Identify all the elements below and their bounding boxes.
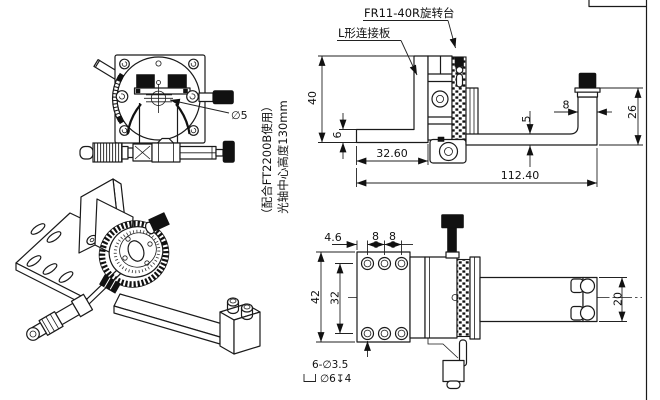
mount-holes <box>360 256 409 341</box>
side-rod <box>198 92 214 103</box>
arm-top <box>479 276 584 323</box>
dim-height-40: 40 <box>306 91 319 105</box>
dim-hole-pitch-a: 8 <box>372 230 379 243</box>
top-view-dimensions: 42 32 4.6 8 8 20 6-∅3.5 ∅6↧4 <box>303 230 627 385</box>
micrometer-front <box>79 137 235 163</box>
dim-post-width: 8 <box>563 99 570 112</box>
hole-note-line1: 6-∅3.5 <box>312 359 348 371</box>
side-view: FR11-40R旋转台 L形连接板 <box>337 6 601 164</box>
dim-post-height: 26 <box>626 105 639 119</box>
axis-height-note: 光轴中心高度130mm （配合FT2200B使用） <box>260 100 290 220</box>
dim-end-width: 20 <box>612 292 625 306</box>
clamp-block-left <box>136 74 155 89</box>
dim-beam-thickness: 5 <box>520 116 533 123</box>
side-knob <box>212 90 234 105</box>
post-knob-side <box>574 72 601 98</box>
side-view-dimensions: 40 6 32.60 112.40 8 5 26 <box>306 55 643 187</box>
iso-view <box>15 178 261 355</box>
micrometer-top <box>427 338 468 390</box>
dim-foot-6: 6 <box>331 132 344 139</box>
sheet-frame <box>588 0 648 400</box>
lock-knob-top <box>441 214 464 229</box>
optical-center-hole <box>144 60 173 113</box>
dim-foot-length: 32.60 <box>376 147 408 160</box>
dim-total-length: 112.40 <box>501 169 540 182</box>
dim-row-spacing: 32 <box>329 291 342 305</box>
iso-micrometer <box>26 293 94 341</box>
vernier-scale <box>112 72 125 125</box>
counterbore-icon <box>303 374 316 382</box>
corner-screws <box>119 58 199 136</box>
iso-end-block <box>219 297 261 355</box>
worm-knurl-top <box>456 258 471 338</box>
axis-note-line1: 光轴中心高度130mm <box>276 100 290 213</box>
hole-note-line2: ∅6↧4 <box>320 373 352 385</box>
iso-lock-knob <box>148 212 170 232</box>
label-l-plate: L形连接板 <box>338 26 391 40</box>
top-view <box>348 214 642 390</box>
l-plate-side <box>355 55 429 144</box>
dim-plate-height: 42 <box>309 290 322 304</box>
dim-hole-pitch-b: 8 <box>389 230 396 243</box>
front-view: ∅5 <box>79 54 248 163</box>
micrometer-knob <box>222 140 235 163</box>
dim-edge-offset: 4.6 <box>324 231 342 244</box>
clamp-block-right <box>167 74 187 89</box>
iso-base-slots <box>26 223 74 283</box>
iso-rotary-dial <box>98 220 170 288</box>
label-hole-diameter: ∅5 <box>231 109 248 122</box>
rotary-stage-side <box>427 55 479 164</box>
axis-note-line2: （配合FT2200B使用） <box>260 100 274 220</box>
label-rotary-stage: FR11-40R旋转台 <box>364 6 455 20</box>
